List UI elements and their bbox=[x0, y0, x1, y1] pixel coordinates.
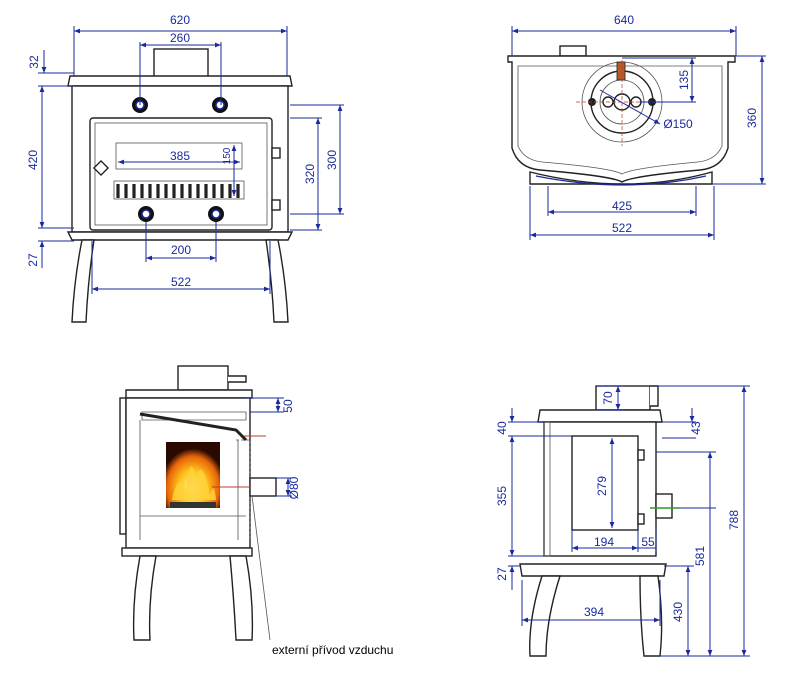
base-plate bbox=[121, 547, 253, 557]
dim-top-foot-width-a: 425 bbox=[612, 199, 632, 213]
front-view: 620 260 32 420 27 385 150 320 300 200 52… bbox=[26, 13, 344, 323]
dim-front-leg-gap: 27 bbox=[26, 253, 40, 267]
flue-pipe bbox=[153, 48, 209, 78]
baffle bbox=[139, 412, 248, 442]
door bbox=[571, 435, 639, 531]
air-control-knob bbox=[208, 206, 224, 222]
air-control-knob bbox=[212, 97, 228, 113]
base-plate bbox=[66, 231, 294, 241]
dim-top-foot-width-b: 522 bbox=[612, 221, 632, 235]
air-control-knob bbox=[138, 206, 154, 222]
dim-side-flue-height: 70 bbox=[601, 391, 615, 405]
stove-body bbox=[71, 85, 289, 233]
dim-top-flue-offset: 135 bbox=[677, 70, 691, 90]
flue-pipe bbox=[177, 365, 229, 391]
door-handle-icon bbox=[92, 159, 110, 177]
dim-top-flue-diameter: Ø150 bbox=[663, 117, 693, 131]
hinge-icon bbox=[637, 449, 645, 461]
dim-section-top-gap: 50 bbox=[281, 399, 295, 413]
section-view: externí přívod vzduchu 50 Ø80 bbox=[119, 365, 393, 657]
top-view: Ø150 640 135 360 425 522 bbox=[507, 13, 766, 240]
dim-front-window-height: 150 bbox=[222, 147, 233, 164]
dim-front-knob-spacing: 260 bbox=[170, 31, 190, 45]
hinge-icon bbox=[271, 147, 281, 159]
dim-top-width: 640 bbox=[614, 13, 634, 27]
dim-side-581: 581 bbox=[693, 546, 707, 566]
top-plate bbox=[67, 75, 293, 87]
side-view: 70 40 43 355 27 279 194 55 394 430 581 bbox=[495, 385, 750, 657]
air-inlet-pipe bbox=[655, 493, 673, 519]
dim-side-top-thickness: 40 bbox=[495, 421, 509, 435]
dim-front-window-width: 385 bbox=[170, 149, 190, 163]
dim-side-leg-width: 394 bbox=[584, 605, 604, 619]
window bbox=[115, 142, 243, 170]
leg bbox=[71, 239, 95, 323]
dim-front-width: 620 bbox=[170, 13, 190, 27]
leg bbox=[529, 575, 561, 657]
hinge-icon bbox=[271, 199, 281, 211]
dim-side-window-width: 194 bbox=[594, 535, 614, 549]
dim-side-top-right: 43 bbox=[689, 421, 703, 435]
air-inlet-pipe bbox=[249, 477, 277, 497]
flue-outlet bbox=[559, 45, 587, 57]
dim-side-body-height: 355 bbox=[495, 486, 509, 506]
dim-side-430: 430 bbox=[671, 602, 685, 622]
dim-front-door-height: 320 bbox=[303, 164, 317, 184]
dim-side-window-height: 279 bbox=[595, 476, 609, 496]
dim-side-788: 788 bbox=[727, 510, 741, 530]
dim-front-knob-height: 300 bbox=[325, 150, 339, 170]
leg bbox=[132, 555, 157, 641]
leg bbox=[229, 555, 254, 641]
base-plate bbox=[519, 563, 667, 577]
dim-top-depth: 360 bbox=[745, 108, 759, 128]
top-plate bbox=[537, 409, 663, 423]
dim-front-body-height: 420 bbox=[26, 150, 40, 170]
leg bbox=[265, 239, 289, 323]
hinge-icon bbox=[637, 513, 645, 525]
dim-side-offset: 55 bbox=[641, 535, 655, 549]
base-outline bbox=[529, 171, 713, 185]
dim-front-top-height: 32 bbox=[27, 55, 41, 69]
dim-front-leg-spacing: 522 bbox=[171, 275, 191, 289]
dim-side-leg-gap: 27 bbox=[495, 567, 509, 581]
dim-section-air-diameter: Ø80 bbox=[287, 476, 301, 499]
leg bbox=[639, 575, 663, 657]
external-air-note: externí přívod vzduchu bbox=[272, 643, 393, 657]
top-plate bbox=[125, 389, 253, 399]
grate bbox=[113, 180, 245, 200]
dim-front-bottom-spacing: 200 bbox=[171, 243, 191, 257]
door bbox=[89, 117, 273, 231]
